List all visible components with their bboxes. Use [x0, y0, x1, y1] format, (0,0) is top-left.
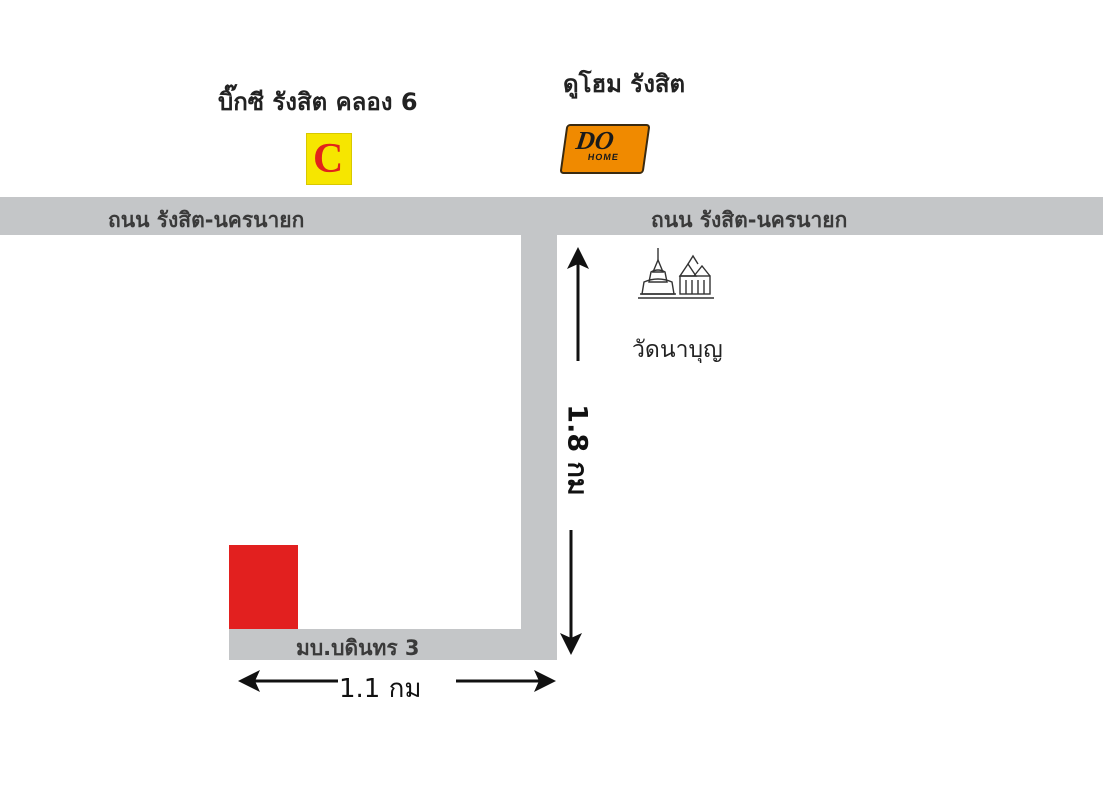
dohome-label: ดูโฮม รังสิต — [563, 70, 686, 98]
dohome-logo-text: DO — [574, 126, 616, 155]
main-road-label-right: ถนน รังสิต-นครนายก — [651, 208, 848, 232]
village-road-label: มบ.บดินทร 3 — [296, 636, 420, 660]
destination-marker — [229, 545, 298, 629]
vertical-distance-label: 1.8 กม — [561, 404, 593, 496]
arrow-down-icon — [560, 530, 582, 655]
arrow-right-icon — [456, 670, 556, 692]
main-road-label-left: ถนน รังสิต-นครนายก — [108, 208, 305, 232]
horizontal-distance-label: 1.1 กม — [339, 674, 422, 704]
bigc-logo-icon: C — [306, 133, 352, 185]
dohome-logo-sub: HOME — [587, 152, 620, 162]
connecting-road — [521, 235, 557, 660]
village-road — [229, 629, 557, 660]
main-road — [0, 197, 1103, 235]
temple-label: วัดนาบุญ — [632, 337, 723, 363]
dohome-logo-icon: DO HOME — [559, 124, 651, 174]
temple-icon — [638, 248, 714, 299]
bigc-label: บิ๊กซี รังสิต คลอง 6 — [218, 88, 418, 116]
arrow-up-icon — [567, 247, 589, 361]
arrow-left-icon — [238, 670, 338, 692]
